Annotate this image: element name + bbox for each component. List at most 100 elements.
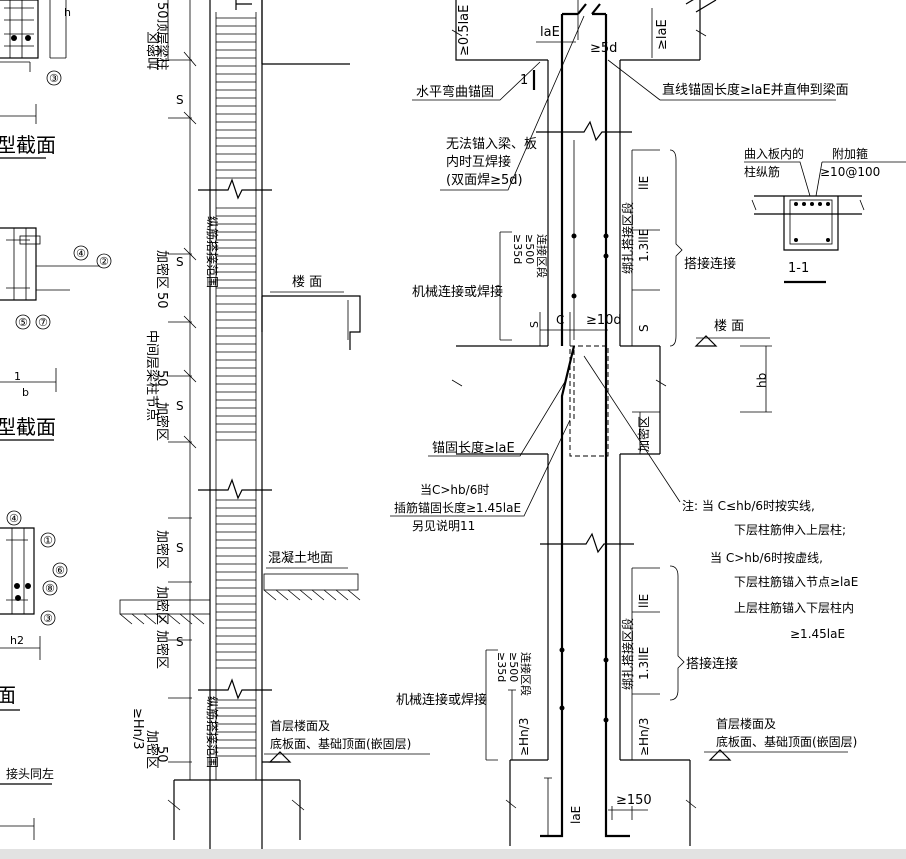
- dim-h: h: [64, 6, 71, 19]
- marker-2: ②: [99, 255, 109, 268]
- label-anchor-len: 锚固长度≥laE: [432, 440, 515, 456]
- marker-7: ⑦: [38, 316, 48, 329]
- dim-c: C: [556, 313, 564, 327]
- marker-4b: ④: [9, 512, 19, 525]
- dim-35d-b: ≥35d: [495, 652, 508, 682]
- note-line-2: 下层柱筋伸入上层柱;: [734, 522, 846, 537]
- label-base-right-b: 底板面、基础顶面(嵌固层): [716, 734, 857, 749]
- dim-ge10d: ≥10d: [586, 313, 622, 328]
- marker-4a: ④: [76, 247, 86, 260]
- label-hn3: ≥Hn/3: [130, 708, 145, 750]
- label-base-right-a: 首层楼面及: [716, 716, 776, 731]
- dim-500-a: ≥500: [523, 234, 536, 264]
- label-base-a: 首层楼面及: [270, 718, 330, 733]
- label-mech-b: 机械连接或焊接: [396, 692, 487, 708]
- dim-hn3-a: ≥Hn/3: [517, 718, 531, 756]
- label-s-low-a: S: [176, 541, 184, 555]
- dim-tie-lap-a: 绑扎搭接区段: [620, 202, 635, 274]
- detail-extra-a: 附加箍: [832, 146, 868, 161]
- label-lap-joint-b: 搭接连接: [686, 656, 738, 672]
- label-dense-right: 加密区: [636, 416, 651, 452]
- label-straight-anchor: 直线锚固长度≥laE并直伸到梁面: [662, 82, 849, 98]
- dim-l13-a: 1.3llE: [637, 229, 651, 262]
- detail-bent-a: 曲入板内的: [744, 146, 804, 161]
- dim-lle-a: llE: [637, 176, 651, 190]
- label-weld-b: 内时互焊接: [446, 154, 511, 170]
- left-column-elevation: 50顶层梁柱 加密区 S 纵筋搭接范围 加密区 S 中间层梁柱节点 50 50 …: [119, 0, 430, 859]
- label-fifty-b: 50: [154, 370, 169, 387]
- right-column-elevation: ≥0.5laE laE ≥5d ≥laE 水平弯曲锚固 1 直线锚固长度≥laE…: [390, 0, 857, 846]
- dim-zone-a: 连接区段: [535, 234, 549, 278]
- note-line-4: 下层柱筋锚入节点≥laE: [734, 574, 858, 589]
- dim-1: 1: [14, 370, 21, 383]
- dim-lle-b: llE: [637, 594, 651, 608]
- bottom-strip: [0, 849, 906, 859]
- section-a-title: 型截面: [0, 133, 56, 157]
- dim-lae-bottom: laE: [569, 806, 583, 824]
- dim-s-a: S: [528, 321, 541, 328]
- marker-3a: ③: [49, 72, 59, 85]
- marker-1-right: 1: [520, 73, 528, 88]
- label-dense-mid-a: 加密区: [154, 250, 170, 289]
- detail-section-1-1: 曲入板内的 柱纵筋 附加箍 ≥10@100 1-1: [744, 146, 906, 284]
- label-weld-c: (双面焊≥5d): [446, 172, 523, 188]
- label-when-c: 另见说明11: [412, 518, 475, 533]
- label-dense-low-c: 加密区: [154, 630, 170, 669]
- dim-ge150: ≥150: [616, 793, 652, 808]
- note-line-5: 上层柱筋锚入下层柱内: [734, 600, 854, 615]
- label-mid-joint: 中间层梁柱节点: [144, 330, 159, 421]
- label-floor-right: 楼 面: [714, 319, 744, 334]
- dim-lae-top: laE: [540, 25, 560, 40]
- dim-l13-b: 1.3llE: [637, 647, 651, 680]
- dim-b: b: [22, 386, 29, 399]
- note-line-3: 当 C>hb/6时按虚线,: [710, 551, 823, 565]
- dim-zone-b: 连接区段: [519, 652, 533, 696]
- label-top-joint: 50顶层梁柱: [154, 2, 169, 71]
- dim-half-lae: ≥0.5laE: [457, 5, 472, 56]
- label-s-mid-b: S: [176, 399, 184, 413]
- label-when-b: 插筋锚固长度≥1.45laE: [394, 500, 521, 515]
- dim-35d-a: ≥35d: [511, 234, 524, 264]
- marker-3b: ③: [43, 612, 53, 625]
- marker-5: ⑤: [18, 316, 28, 329]
- label-fifty-c: 50: [154, 746, 169, 763]
- label-when-a: 当C>hb/6时: [420, 483, 489, 497]
- label-dense-low-d: 加密区: [144, 730, 160, 769]
- label-dense-top: 加密区: [146, 31, 162, 70]
- label-lap-range-top: 纵筋搭接范围: [205, 216, 220, 288]
- detail-bent-b: 柱纵筋: [744, 164, 780, 179]
- label-weld-a: 无法锚入梁、板: [446, 137, 537, 152]
- section-c-title: 面: [0, 683, 16, 707]
- detail-extra-b: ≥10@100: [820, 165, 880, 179]
- label-s-top: S: [176, 93, 184, 107]
- label-concrete-ground: 混凝土地面: [268, 550, 333, 566]
- label-lap-joint-a: 搭接连接: [684, 256, 736, 272]
- same-as-left: 接头同左: [6, 766, 54, 781]
- dim-s-b: S: [637, 324, 651, 332]
- label-dense-low-a: 加密区: [154, 530, 170, 569]
- left-edge-sections: h ③ 型截面 ④ ② ⑤ ⑦ 1 b 型截面 ④ ① ⑥: [0, 0, 112, 840]
- label-s-mid-a: S: [176, 255, 184, 269]
- detail-caption: 1-1: [788, 261, 809, 276]
- label-dense-mid-b: 加密区: [154, 402, 170, 441]
- marker-8: ⑧: [45, 582, 55, 595]
- label-fifty-a: 50: [154, 292, 169, 309]
- label-s-low-b: S: [176, 635, 184, 649]
- dim-ge5d: ≥5d: [590, 41, 617, 56]
- note-line-6: ≥1.45laE: [790, 627, 845, 641]
- note-line-1: 注: 当 C≤hb/6时按实线,: [682, 498, 815, 513]
- dim-hb: hb: [755, 373, 769, 388]
- section-b-title: 型截面: [0, 415, 56, 439]
- dim-h2: h2: [10, 634, 24, 647]
- label-floor: 楼 面: [292, 275, 322, 290]
- dim-tie-lap-b: 绑扎搭接区段: [620, 618, 635, 690]
- marker-1: ①: [43, 534, 53, 547]
- dim-ge-lae-top: ≥laE: [655, 19, 670, 50]
- dim-500-b: ≥500: [507, 652, 520, 682]
- label-base-b: 底板面、基础顶面(嵌固层): [270, 736, 411, 751]
- label-horizontal-anchor: 水平弯曲锚固: [416, 84, 494, 100]
- note-block: 注: 当 C≤hb/6时按实线, 下层柱筋伸入上层柱; 当 C>hb/6时按虚线…: [682, 498, 858, 641]
- label-mech-a: 机械连接或焊接: [412, 284, 503, 300]
- dim-hn3-b: ≥Hn/3: [637, 718, 651, 756]
